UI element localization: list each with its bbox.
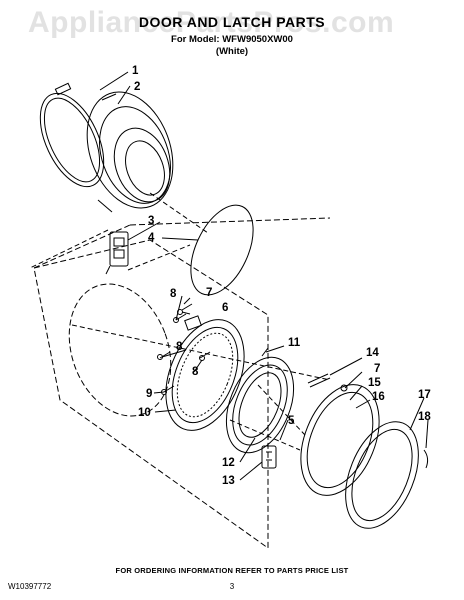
callout-2: 2 xyxy=(134,81,140,93)
part-4-door-glass xyxy=(190,204,254,296)
callout-13: 13 xyxy=(222,475,235,487)
callout-15: 15 xyxy=(368,377,381,389)
callout-8c: 8 xyxy=(192,366,199,378)
callout-8a: 8 xyxy=(170,288,177,300)
callout-1: 1 xyxy=(132,65,139,77)
callout-5: 5 xyxy=(288,415,295,427)
callout-18: 18 xyxy=(418,411,431,423)
callout-3: 3 xyxy=(148,215,154,227)
part-2-door-seal xyxy=(86,91,174,213)
callout-4: 4 xyxy=(148,232,155,244)
part-3-door-latch xyxy=(105,231,129,275)
callout-7b: 7 xyxy=(374,363,380,375)
watermark: AppliancePartsPros.com xyxy=(28,6,395,39)
callout-7a: 7 xyxy=(206,287,212,299)
page-number: 3 xyxy=(229,582,235,591)
ordering-note: FOR ORDERING INFORMATION REFER TO PARTS … xyxy=(115,566,349,575)
part-18-clip xyxy=(423,449,429,469)
part-14-handle xyxy=(307,373,348,392)
part-13-hinge-bracket xyxy=(261,445,277,469)
part-10-inner-door-frame xyxy=(165,319,245,431)
callout-12: 12 xyxy=(222,457,235,469)
callout-9: 9 xyxy=(146,388,152,400)
callout-10: 10 xyxy=(138,407,151,419)
diagram-title: DOOR AND LATCH PARTS xyxy=(138,14,326,30)
callout-leaders xyxy=(99,71,429,481)
front-panel xyxy=(33,217,331,549)
callout-16: 16 xyxy=(372,391,385,403)
model-line: For Model: WFW9050XW00 xyxy=(171,34,293,45)
callout-8b: 8 xyxy=(176,341,183,353)
color-line: (White) xyxy=(215,46,249,57)
callout-11: 11 xyxy=(288,337,301,349)
callout-6: 6 xyxy=(222,302,228,314)
callout-17: 17 xyxy=(418,389,431,401)
callout-14: 14 xyxy=(366,347,379,359)
document-number: W10397772 xyxy=(8,582,52,591)
part-1-clamp-ring xyxy=(39,82,105,188)
part-12-door-glass-retainer xyxy=(225,347,295,454)
part-17-door-trim xyxy=(345,421,419,529)
leader-lines-dashed xyxy=(29,192,331,451)
callout-labels: 1 2 3 4 5 6 7 7 8 8 8 9 10 11 12 13 14 1… xyxy=(132,65,431,487)
